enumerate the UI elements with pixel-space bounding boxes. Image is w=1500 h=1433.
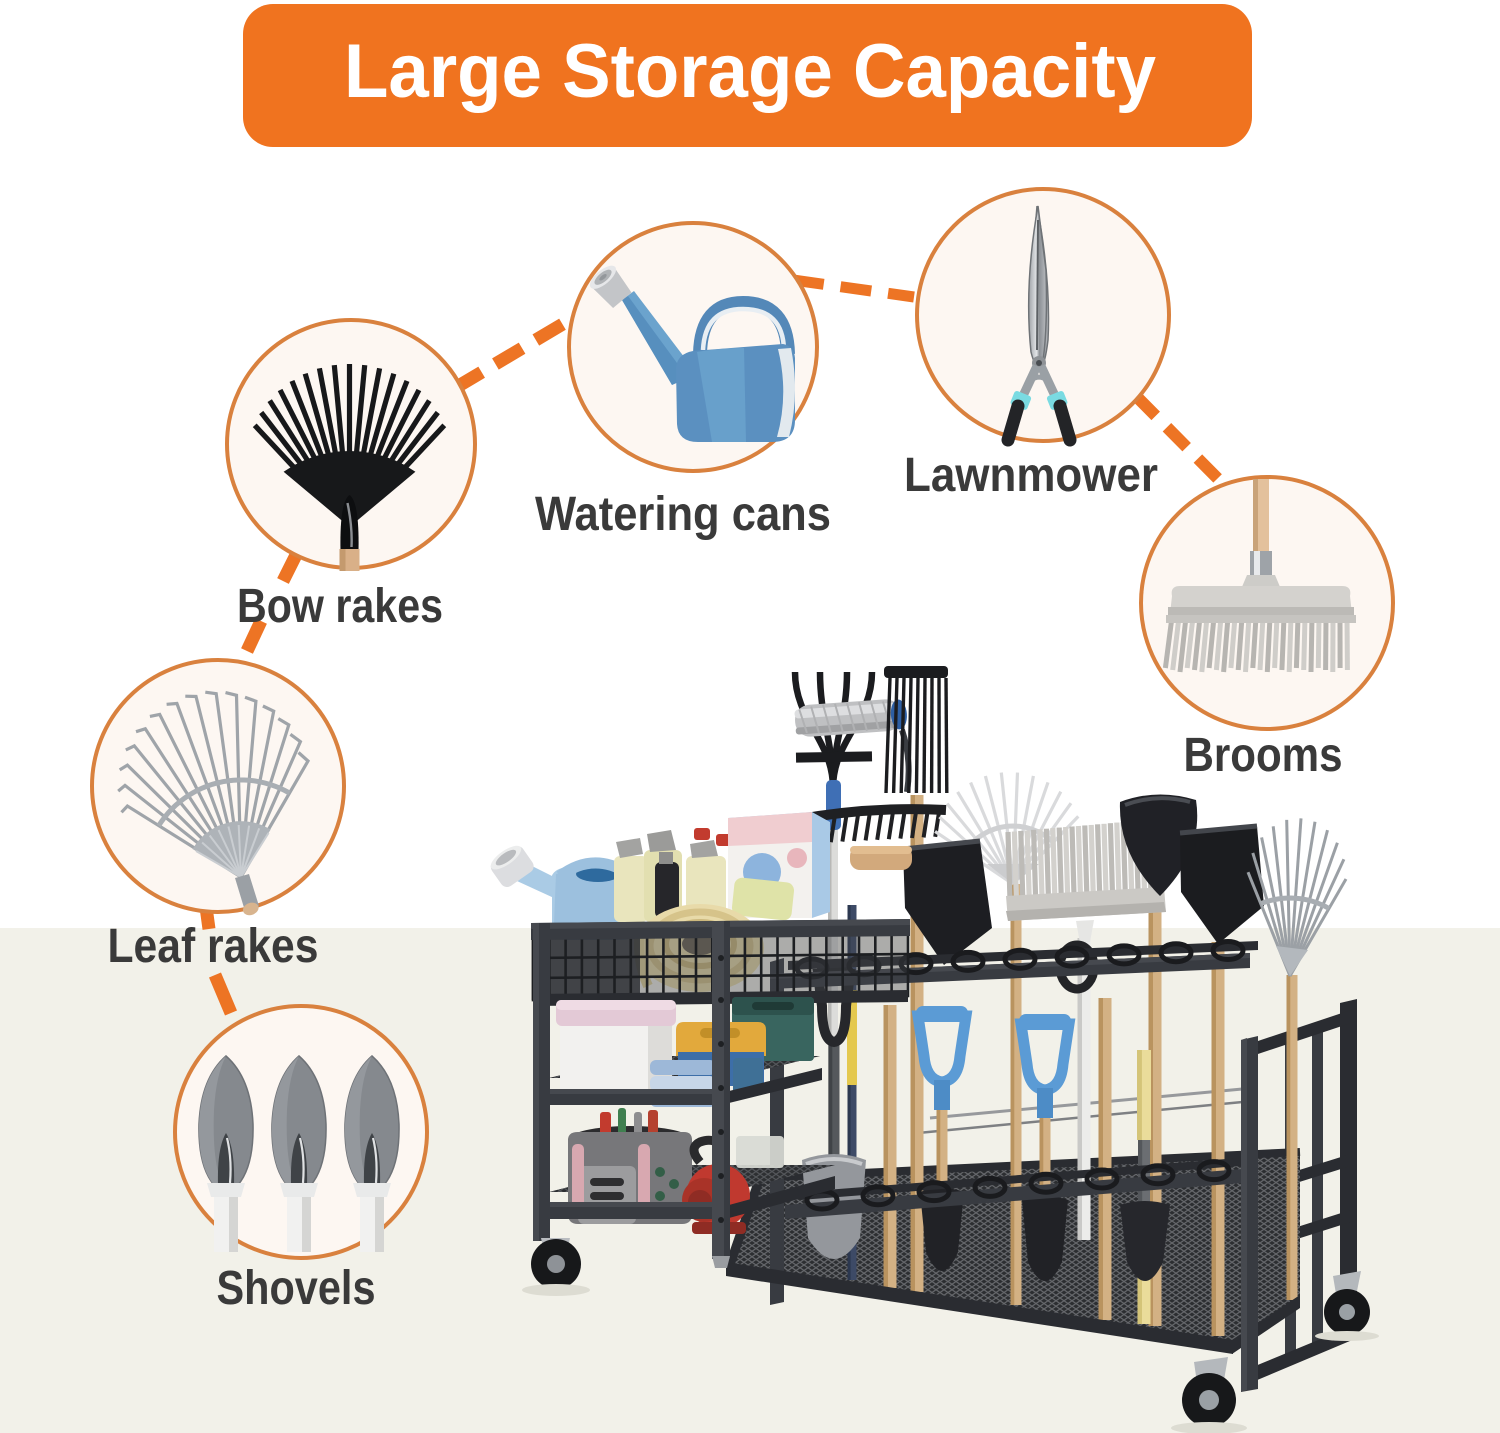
- svg-text:Shovels: Shovels: [217, 1262, 376, 1315]
- svg-text:Leaf rakes: Leaf rakes: [108, 920, 319, 973]
- svg-text:Large Storage Capacity: Large Storage Capacity: [344, 29, 1156, 114]
- svg-text:Brooms: Brooms: [1184, 729, 1343, 782]
- svg-text:Watering cans: Watering cans: [535, 488, 831, 541]
- svg-text:Lawnmower: Lawnmower: [904, 449, 1158, 502]
- svg-text:Bow rakes: Bow rakes: [237, 580, 443, 633]
